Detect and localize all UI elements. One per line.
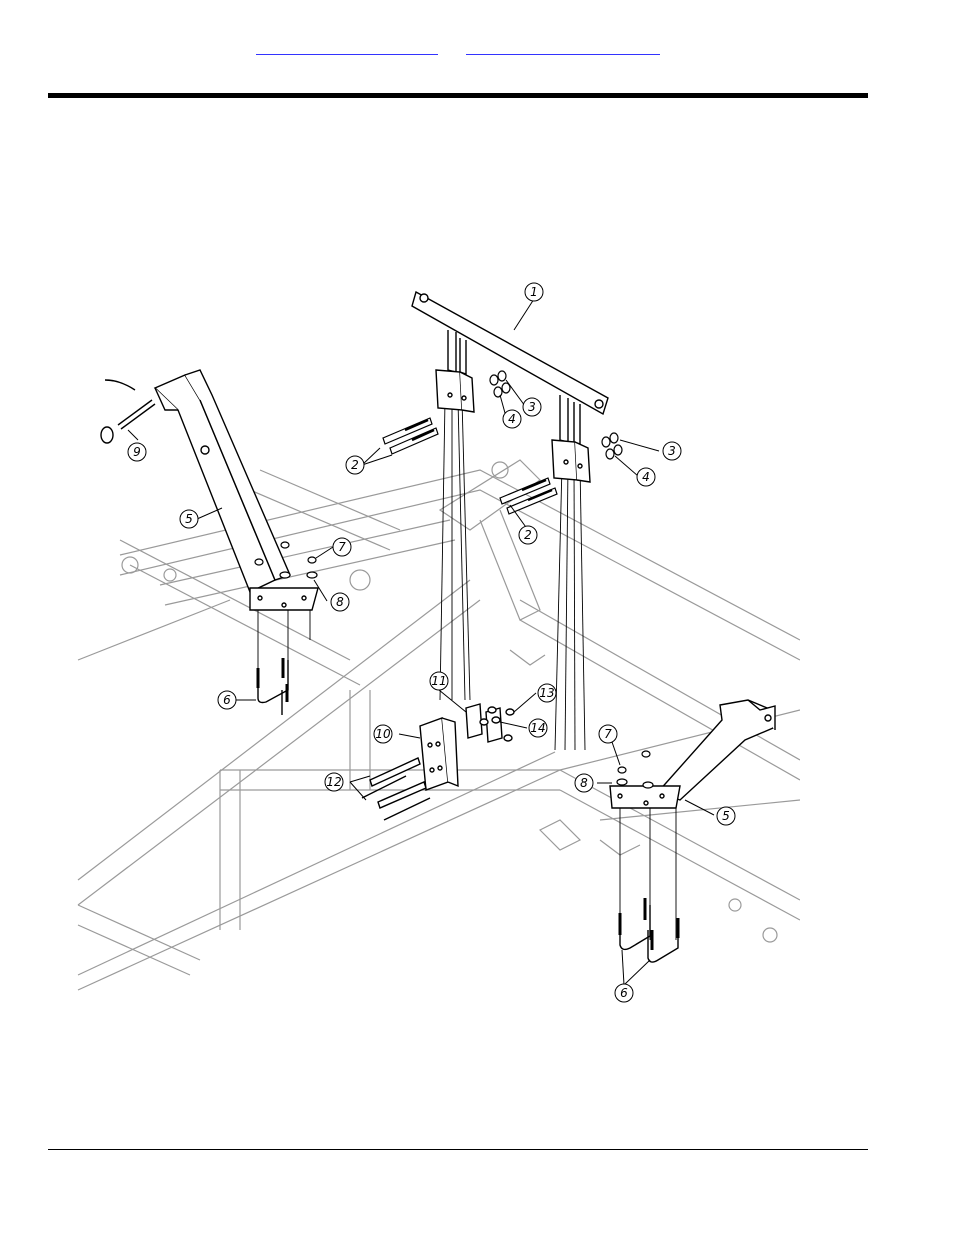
callout-5b: 5	[722, 809, 730, 823]
header-link-left[interactable]	[256, 36, 438, 55]
callout-4a: 4	[508, 412, 516, 426]
callout-7a: 7	[338, 540, 346, 554]
callout-8a: 8	[336, 595, 344, 609]
callouts	[128, 299, 714, 985]
callout-13: 13	[539, 686, 554, 700]
part-bolts	[383, 418, 557, 514]
callout-11: 11	[431, 674, 446, 688]
footer-rule	[48, 1149, 868, 1150]
callout-12: 12	[326, 775, 341, 789]
callout-3b: 3	[668, 444, 676, 458]
callout-2a: 2	[351, 458, 359, 472]
callout-balloons	[128, 283, 735, 1002]
parts-diagram-svg: 1 2 2 3 3 4 4 5 5 6 6 7 7 8 8 9 10 11 12…	[76, 140, 800, 1078]
callout-2b: 2	[524, 528, 532, 542]
callout-labels: 1 2 2 3 3 4 4 5 5 6 6 7 7 8 8 9 10 11 12…	[133, 285, 730, 1000]
callout-1: 1	[530, 285, 538, 299]
callout-10: 10	[375, 727, 391, 741]
callout-3a: 3	[528, 400, 536, 414]
leader-lines	[258, 400, 676, 940]
callout-7b: 7	[604, 727, 612, 741]
part-center-bracket	[362, 704, 514, 820]
callout-14: 14	[530, 721, 545, 735]
parts-diagram: 1 2 2 3 3 4 4 5 5 6 6 7 7 8 8 9 10 11 12…	[76, 140, 800, 1078]
part-right-post	[610, 700, 775, 808]
callout-9: 9	[133, 445, 141, 459]
callout-4b: 4	[642, 470, 650, 484]
callout-5a: 5	[185, 512, 193, 526]
callout-6a: 6	[223, 693, 231, 707]
header-link-right[interactable]	[466, 36, 660, 55]
part-u-bolts	[258, 658, 678, 962]
header-rule	[48, 93, 868, 98]
callout-8b: 8	[580, 776, 588, 790]
callout-6b: 6	[620, 986, 628, 1000]
